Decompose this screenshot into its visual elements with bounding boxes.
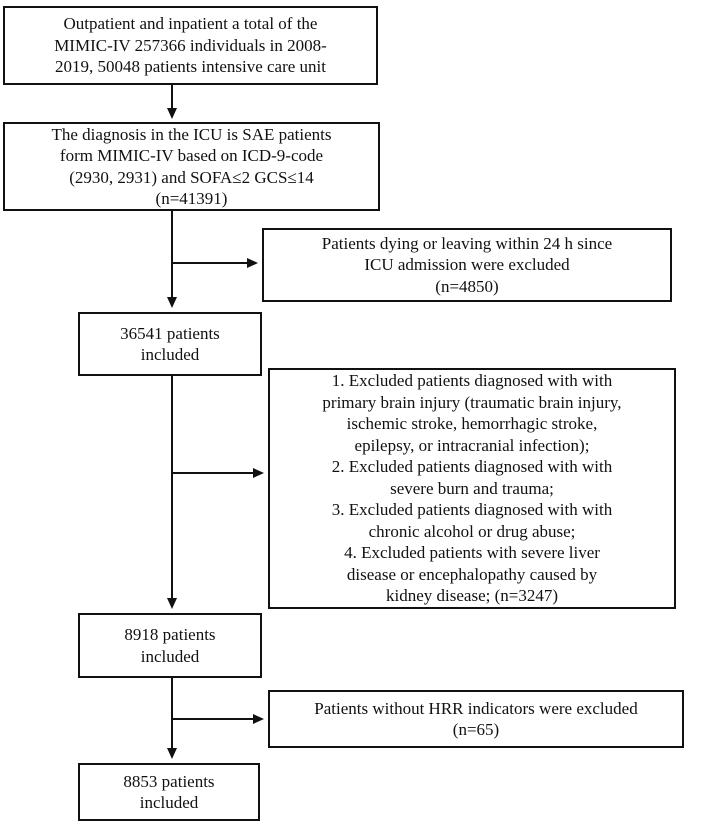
node-included-36541: 36541 patients included — [78, 312, 262, 376]
node-text-line: 36541 patients — [120, 323, 220, 343]
node-sae-diagnosis: The diagnosis in the ICU is SAE patients… — [3, 122, 380, 211]
node-text-line: 2019, 50048 patients intensive care unit — [55, 57, 326, 77]
node-included-8918: 8918 patients included — [78, 613, 262, 678]
node-text-line: severe burn and trauma; — [390, 478, 554, 498]
node-text-line: 8918 patients — [124, 625, 216, 644]
node-text-line: included — [140, 345, 200, 364]
node-text-line: 3. Excluded patients diagnosed with with — [331, 500, 613, 520]
node-text-line: kidney disease; (n=3247) — [386, 586, 558, 606]
node-text-line: (n=41391) — [155, 189, 228, 208]
node-text-line: 4. Excluded patients with severe liver — [344, 543, 600, 563]
node-text-line: (n=4850) — [435, 276, 499, 296]
node-text-line: 8853 patients — [123, 771, 215, 791]
node-text-line: included — [139, 793, 199, 812]
node-text-line: Patients dying or leaving within 24 h si… — [321, 233, 613, 253]
node-text-line: The diagnosis in the ICU is SAE patients — [51, 124, 332, 144]
node-text-line: 2. Excluded patients diagnosed with with — [331, 457, 613, 477]
node-excluded-24h: Patients dying or leaving within 24 h si… — [262, 228, 672, 302]
node-text-line: ICU admission were excluded — [364, 255, 570, 275]
node-text-line: included — [140, 646, 200, 666]
node-source-population: Outpatient and inpatient a total of the … — [3, 6, 378, 85]
node-text-line: form MIMIC-IV based on ICD-9-code — [59, 146, 324, 165]
node-text-line: primary brain injury (traumatic brain in… — [322, 392, 622, 412]
node-text-line: disease or encephalopathy caused by — [346, 564, 598, 584]
node-excluded-hrr: Patients without HRR indicators were exc… — [268, 690, 684, 748]
node-text-line: Outpatient and inpatient a total of the — [63, 14, 318, 34]
node-text-line: (2930, 2931) and SOFA≤2 GCS≤14 — [69, 167, 314, 187]
node-text-line: MIMIC-IV 257366 individuals in 2008- — [54, 35, 327, 55]
node-text-line: chronic alcohol or drug abuse; — [368, 521, 576, 541]
node-text-line: Patients without HRR indicators were exc… — [314, 698, 638, 718]
node-included-8853: 8853 patients included — [78, 763, 260, 821]
node-text-line: (n=65) — [452, 720, 500, 739]
node-text-line: ischemic stroke, hemorrhagic stroke, — [346, 414, 598, 434]
node-exclusion-criteria: 1. Excluded patients diagnosed with with… — [268, 368, 676, 609]
node-text-line: epilepsy, or intracranial infection); — [354, 435, 590, 455]
node-text-line: 1. Excluded patients diagnosed with with — [331, 371, 613, 391]
